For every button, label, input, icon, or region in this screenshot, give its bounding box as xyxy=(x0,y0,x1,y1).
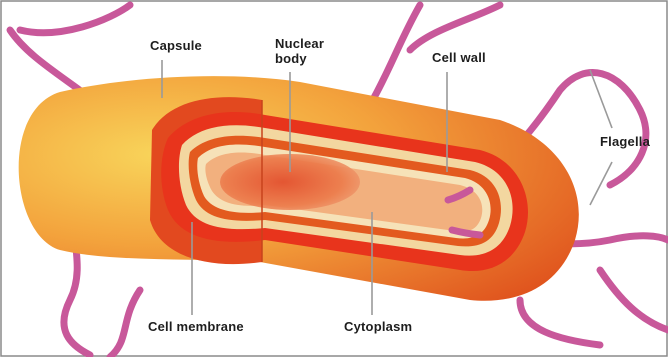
label-cell-wall: Cell wall xyxy=(432,50,486,65)
label-line: Nuclear xyxy=(275,36,324,51)
label-line: body xyxy=(275,51,307,66)
label-capsule: Capsule xyxy=(150,38,202,53)
label-cell-membrane: Cell membrane xyxy=(148,319,244,334)
label-flagella: Flagella xyxy=(600,134,651,149)
label-cytoplasm: Cytoplasm xyxy=(344,319,412,334)
